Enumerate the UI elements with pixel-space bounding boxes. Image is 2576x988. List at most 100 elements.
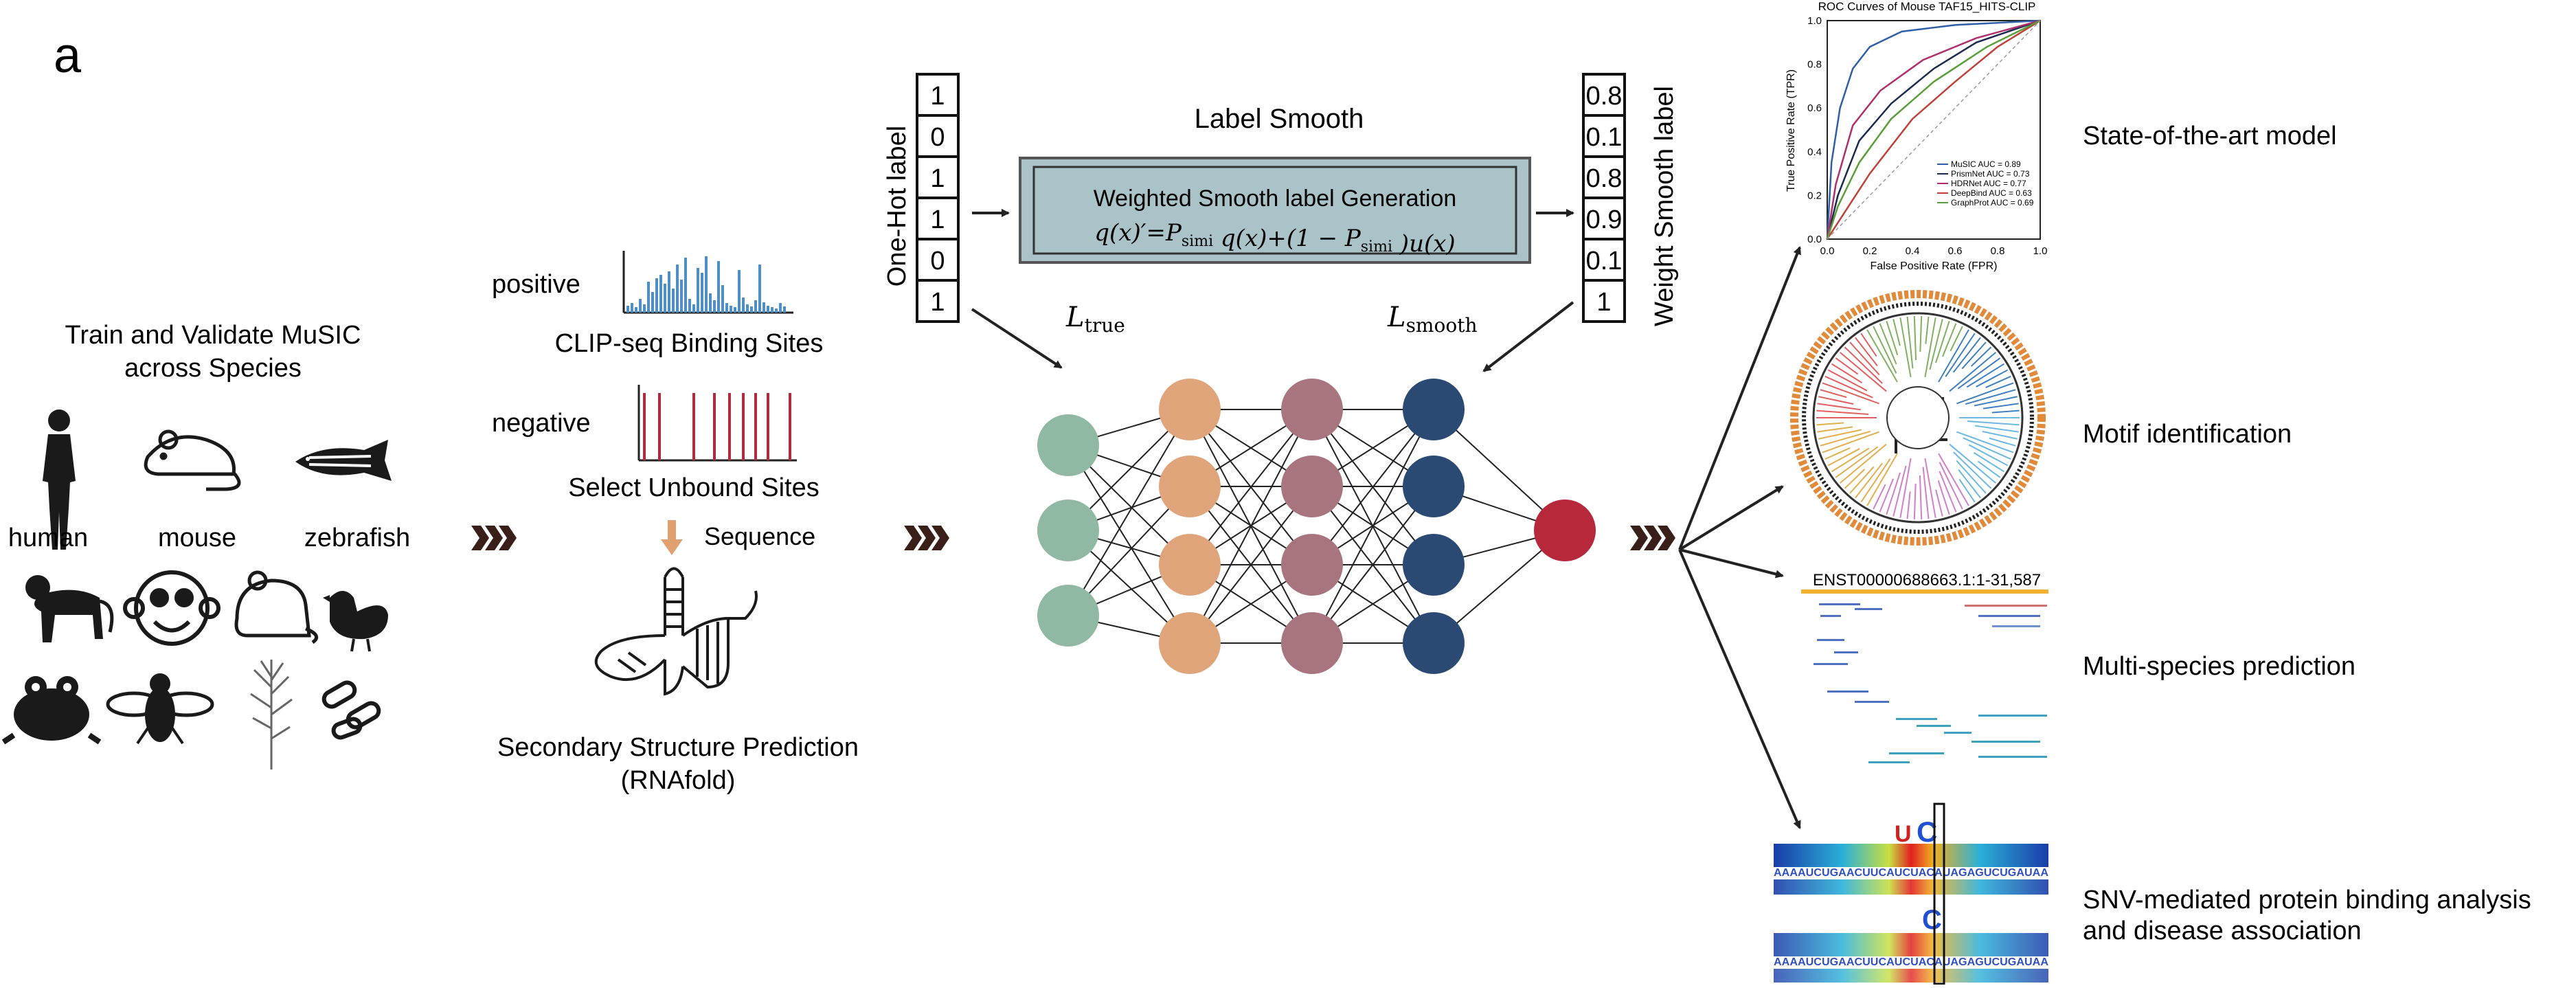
tree-branch	[1818, 396, 1854, 405]
snv-heatmap-top-strip	[1774, 879, 2048, 895]
tree-branch	[1886, 472, 1901, 515]
arrow-to-roc	[1678, 246, 1801, 550]
human-icon	[43, 409, 76, 550]
positive-bar	[775, 308, 778, 313]
roc-xtick: 1.0	[2033, 245, 2048, 257]
track-feature	[1814, 663, 1848, 665]
mouse-icon	[144, 429, 241, 491]
network-node	[1403, 456, 1465, 517]
tree-branch	[1849, 466, 1875, 494]
loss-true-label: Ltrue	[1065, 302, 1125, 337]
tree-branch	[1822, 431, 1879, 453]
smooth-cell	[1582, 238, 1626, 282]
network-node	[1159, 456, 1221, 517]
roc-legend-label: PrismNet AUC = 0.73	[1951, 169, 2030, 179]
positive-bar	[730, 306, 732, 313]
tree-branch	[1967, 420, 2020, 426]
onehot-cell	[916, 197, 960, 240]
roc-legend-label: MuSIC AUC = 0.89	[1951, 159, 2021, 169]
onehot-value: 0	[930, 123, 945, 152]
negative-bars	[643, 393, 791, 460]
tree-branch	[1913, 316, 1917, 361]
network-edge	[1189, 409, 1313, 644]
tree-branch	[1855, 462, 1884, 499]
output-label-snv-line2: and disease association	[2083, 917, 2362, 945]
tree-branch	[1860, 458, 1891, 503]
onehot-value: 1	[930, 205, 945, 234]
tree-branch	[1899, 458, 1912, 518]
tree-branch	[1929, 319, 1943, 370]
positive-bar	[676, 265, 679, 313]
smooth-axis-label: Weight Smooth label	[1650, 86, 1679, 326]
frog-icon	[1, 676, 102, 745]
positive-bar	[767, 306, 769, 313]
smooth-cell	[1582, 279, 1626, 323]
snv-logo-bottom: C	[1922, 905, 1942, 935]
tree-branch	[1827, 369, 1868, 392]
chicken-icon	[323, 591, 388, 652]
track-feature	[1889, 752, 1944, 754]
track-feature	[1965, 605, 2047, 607]
tree-branch	[1976, 369, 2009, 388]
positive-bar	[688, 299, 691, 313]
positive-bar	[668, 271, 670, 313]
bacteria-icon	[321, 680, 381, 740]
onehot-cell	[916, 73, 960, 117]
positive-bar	[701, 273, 703, 313]
structure-caption-line2: (RNAfold)	[621, 766, 736, 795]
network-node	[1037, 585, 1099, 647]
tree-branch	[1919, 475, 1923, 519]
positive-bar	[742, 297, 745, 313]
track-feature	[1855, 701, 1889, 703]
positive-bar	[762, 302, 765, 313]
sequence-label: Sequence	[704, 522, 815, 550]
positive-bar	[680, 280, 683, 313]
species-label-mouse: mouse	[158, 524, 236, 552]
snv-heatmaps: AAAAUCUGAACUUCAUCUACAUAGAGUCUGAUAA U C A…	[1774, 802, 2048, 985]
label-smooth-title: Label Smooth	[1195, 104, 1364, 134]
roc-title: ROC Curves of Mouse TAF15_HITS-CLIP	[1818, 0, 2036, 13]
roc-xtick: 0.2	[1863, 245, 1877, 257]
onehot-value: 0	[930, 247, 945, 276]
tree-branch	[1956, 460, 1987, 494]
tree-branch	[1879, 478, 1894, 513]
roc-diagonal	[1827, 20, 2041, 240]
tree-branch	[1991, 409, 2020, 414]
tree-branch	[1949, 443, 1997, 484]
tree-branch	[1820, 430, 1871, 447]
positive-bar	[717, 261, 720, 313]
tree-branch	[1939, 471, 1957, 513]
positive-bar	[672, 289, 675, 313]
tree-branch	[1985, 375, 2011, 388]
tree-branch	[1831, 447, 1870, 473]
positive-bar	[631, 303, 633, 313]
plant-icon	[250, 660, 293, 770]
genome-track: ENST00000688663.1:1-31,587	[1801, 571, 2048, 763]
positive-bar	[746, 304, 749, 313]
chevron-arrow-2-icon	[904, 526, 949, 550]
track-features	[1814, 603, 2047, 763]
tree-branch	[1873, 326, 1897, 374]
roc-curve	[1826, 19, 2041, 240]
circular-tree	[1790, 290, 2046, 546]
roc-curve	[1826, 19, 2041, 240]
tree-branch	[1975, 425, 2019, 433]
tree-branch	[1919, 316, 1923, 352]
onehot-cell	[916, 114, 960, 158]
positive-bar	[758, 265, 761, 313]
tree-branch	[1958, 478, 1976, 503]
tree-branch	[1939, 462, 1963, 510]
positive-bar	[721, 285, 724, 313]
onehot-cell	[916, 155, 960, 199]
smooth-cell	[1582, 73, 1626, 117]
positive-bar	[779, 303, 782, 313]
tree-branch	[1968, 444, 2009, 467]
roc-ytick: 0.4	[1807, 146, 1822, 158]
onehot-cell	[916, 238, 960, 282]
onehot-axis-label: One-Hot label	[883, 126, 912, 287]
roc-curves	[1826, 19, 2041, 240]
roc-ytick: 1.0	[1807, 15, 1822, 27]
left-title-line2: across Species	[124, 354, 302, 383]
onehot-value: 1	[930, 82, 945, 111]
arrow-to-motif	[1678, 485, 1784, 551]
